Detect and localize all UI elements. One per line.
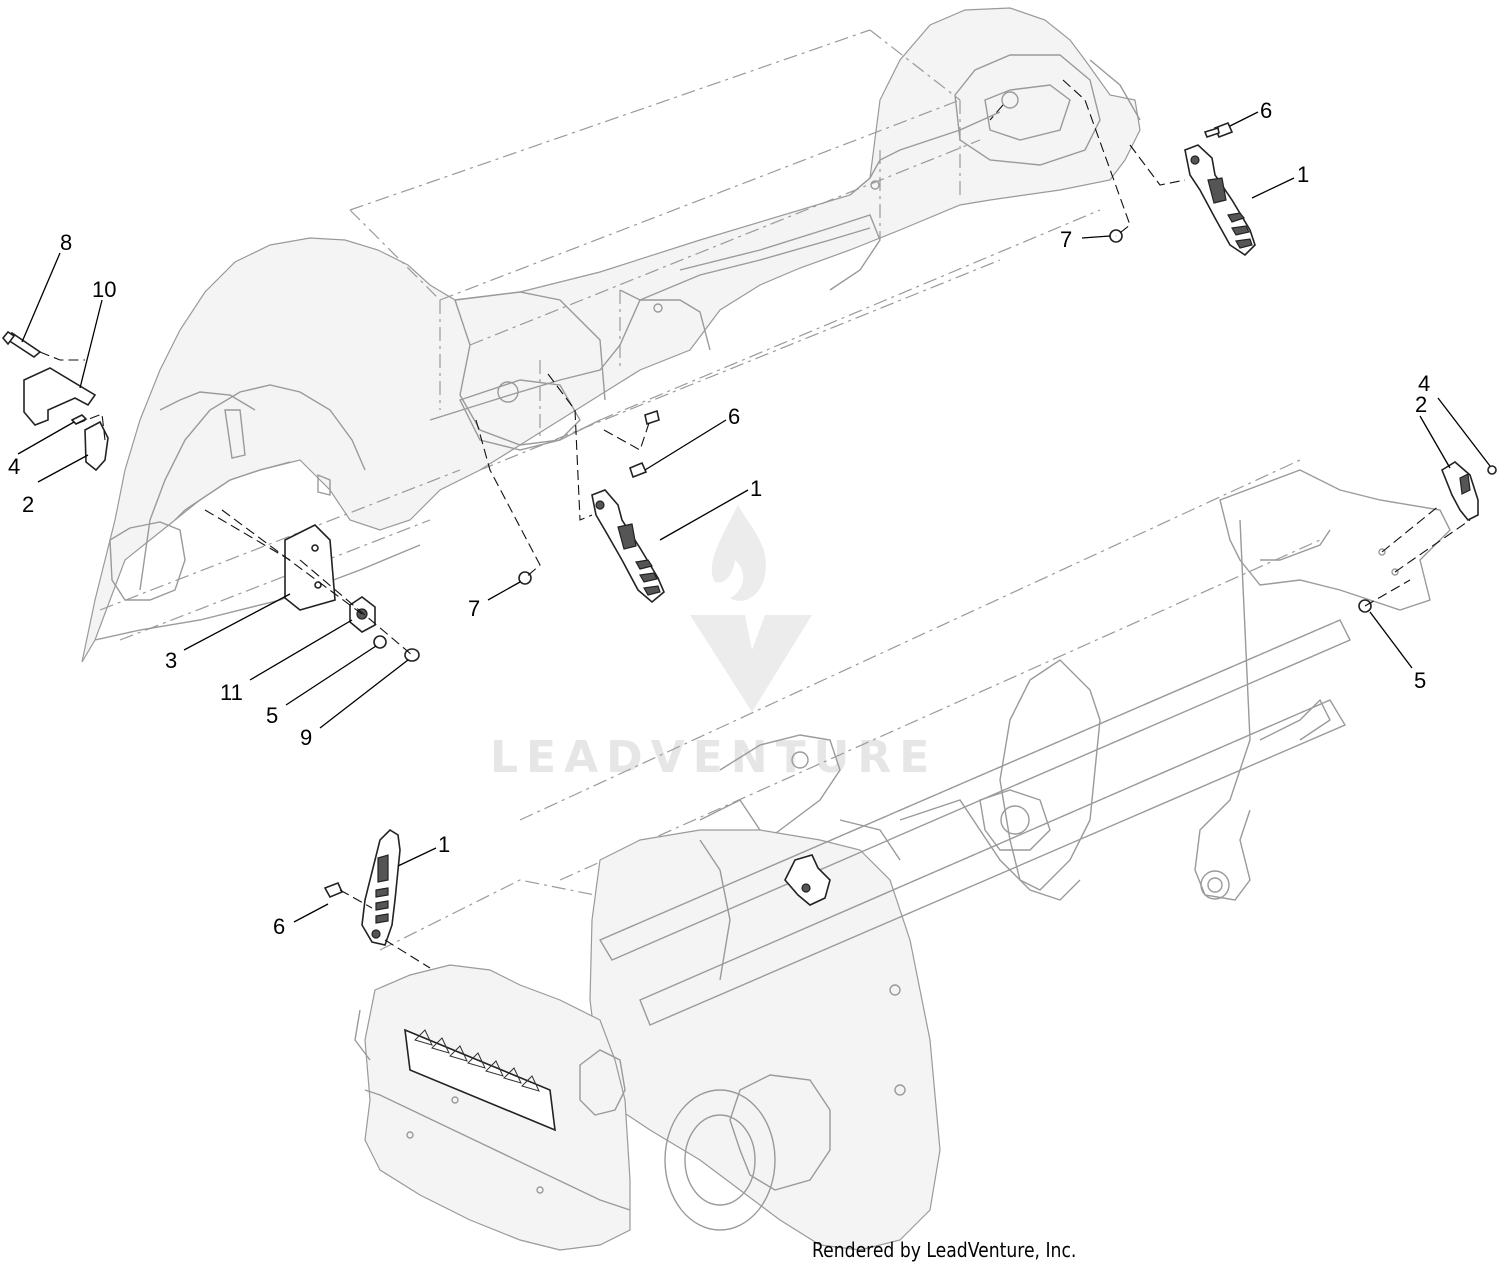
- callout-label: 10: [92, 277, 116, 302]
- assembly-guides: [39, 79, 1471, 969]
- bolt-middle: [629, 409, 660, 479]
- callout-label: 5: [1414, 668, 1426, 693]
- callout-label: 3: [165, 648, 177, 673]
- parts: [1, 121, 1497, 946]
- callout-label: 7: [1060, 227, 1072, 252]
- right-bracket-assembly: [1358, 461, 1497, 613]
- callout-labels: 6 1 7 8 10 4 2 6 1 7 3 11 5 9 2 4 5 1 6: [8, 98, 1430, 939]
- callout-label: 6: [728, 404, 740, 429]
- callout-label: 6: [1260, 98, 1272, 123]
- plate-assembly: [284, 524, 420, 662]
- leader-lines: [17, 111, 1491, 923]
- callout-label: 4: [1418, 371, 1430, 396]
- callout-label: 1: [1297, 162, 1309, 187]
- callout-label: 11: [220, 680, 243, 705]
- latch-handle-top-right: [1184, 144, 1256, 257]
- callout-label: 5: [266, 703, 278, 728]
- leadventure-watermark: LEADVENTURE: [490, 505, 937, 783]
- bolt-bottom: [323, 881, 344, 899]
- latch-handle-bottom: [361, 828, 401, 946]
- render-credit: Rendered by LeadVenture, Inc.: [812, 1238, 1077, 1262]
- callout-label: 4: [8, 454, 20, 479]
- bolt-top-right: [1203, 121, 1234, 139]
- callout-label: 6: [273, 914, 285, 939]
- callout-label: 9: [300, 725, 312, 750]
- callout-label: 8: [60, 230, 72, 255]
- callout-label: 2: [22, 492, 34, 517]
- callout-label: 1: [438, 832, 450, 857]
- lower-frame-outline: [354, 459, 1451, 1251]
- watermark-brand-text: LEADVENTURE: [490, 732, 937, 783]
- callout-label: 1: [750, 476, 762, 501]
- latch-handle-middle: [591, 489, 665, 604]
- upper-housing-outline: [81, 7, 1141, 663]
- callout-label: 2: [1415, 392, 1427, 417]
- center-linkage: [784, 854, 831, 906]
- callout-label: 7: [468, 596, 480, 621]
- left-bracket-assembly: [1, 330, 109, 472]
